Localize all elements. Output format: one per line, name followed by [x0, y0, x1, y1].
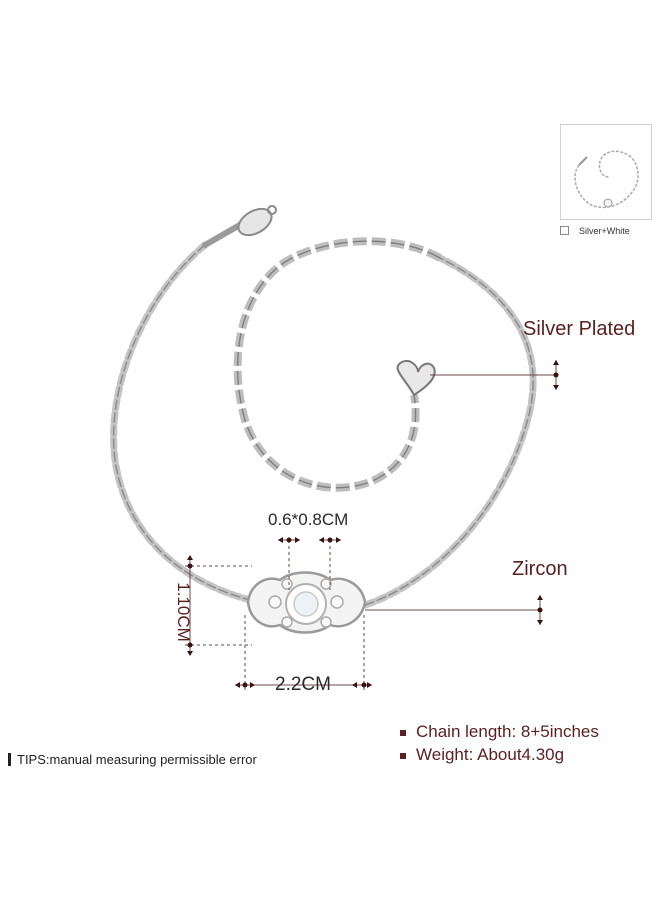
spec-chain-length-text: Chain length: 8+5inches	[416, 722, 599, 741]
tips-note: TIPS:manual measuring permissible error	[8, 752, 257, 767]
spec-weight-text: Weight: About4.30g	[416, 745, 565, 764]
silver-plated-label: Silver Plated	[523, 318, 636, 340]
checkbox-icon[interactable]	[560, 226, 569, 235]
bracelet-chain	[110, 241, 537, 609]
bullet-icon	[400, 729, 406, 736]
spec-weight: Weight: About4.30g	[400, 745, 564, 765]
pendant-width-label: 2.2CM	[275, 674, 331, 695]
zircon-label: Zircon	[512, 558, 568, 580]
pendant-height-label: 1.10CM	[173, 582, 193, 642]
dimension-arrowheads	[187, 360, 559, 688]
stone-size-label: 0.6*0.8CM	[268, 510, 349, 529]
variant-label: Silver+White	[579, 226, 630, 236]
zircon-pendant	[246, 571, 367, 634]
tips-bar-icon	[8, 753, 11, 766]
extender-chain	[233, 237, 442, 492]
variant-thumbnail[interactable]	[560, 124, 652, 220]
bullet-icon	[400, 752, 406, 759]
spec-chain-length: Chain length: 8+5inches	[400, 722, 599, 742]
heart-charm	[396, 360, 436, 397]
variant-option[interactable]: Silver+White	[560, 226, 630, 236]
tips-text: TIPS:manual measuring permissible error	[17, 752, 257, 767]
bracelet-thumbnail-icon	[574, 150, 639, 209]
lobster-clasp	[202, 205, 277, 248]
